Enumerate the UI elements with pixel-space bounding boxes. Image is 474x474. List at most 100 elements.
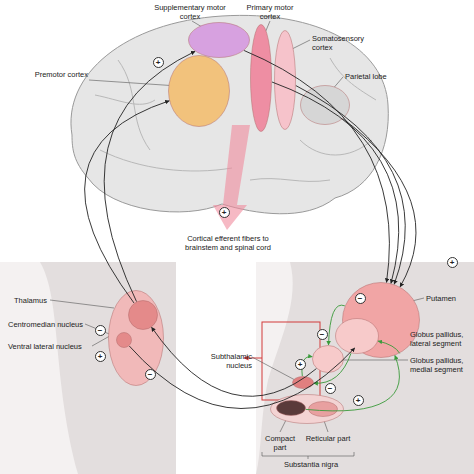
brain-region: Somatosensory cortex — [274, 30, 296, 130]
region-label: Supplementary motor cortex — [150, 3, 230, 21]
region-label: Globus pallidus, lateral segment — [410, 330, 472, 348]
fiber-connector — [85, 101, 170, 303]
region-label: Parietal lobe — [345, 72, 395, 81]
region-label: Substantia nigra — [266, 460, 356, 469]
region-label: Globus pallidus, medial segment — [410, 356, 472, 374]
brain-region: Reticular part — [308, 401, 338, 417]
polarity-sign: + — [447, 257, 458, 268]
brain-region: ThalamusCentromedian nucleusVentral late… — [108, 290, 164, 386]
fiber-connector — [329, 305, 345, 345]
region-label: Thalamus — [14, 296, 84, 305]
sulcus-line — [250, 179, 330, 182]
region-shape — [292, 376, 314, 389]
fiber-connector — [272, 82, 399, 283]
annotation-text: Cortical efferent fibers to brainstem an… — [178, 234, 278, 252]
fiber-connector — [306, 356, 400, 411]
brain-region: Substantia nigraCompact partReticular pa… — [270, 394, 344, 424]
fiber-connector — [296, 86, 405, 285]
region-fill — [277, 401, 306, 416]
region-fill — [271, 395, 344, 424]
region-fill — [275, 31, 296, 130]
polarity-sign: − — [145, 369, 156, 380]
sulcus-line — [300, 140, 372, 155]
region-label: Primary motor cortex — [240, 3, 300, 21]
polarity-sign: + — [153, 57, 164, 68]
region-fill — [189, 23, 250, 58]
fiber-connector — [104, 51, 195, 301]
region-label: Centromedian nucleus — [8, 320, 103, 329]
polarity-sign: − — [325, 383, 336, 394]
brain-region: Ventral lateral nucleus — [128, 300, 158, 330]
region-shape — [308, 401, 338, 417]
region-label: Subthalamic nucleus — [196, 352, 252, 370]
brain-region: Premotor cortex — [168, 55, 230, 127]
region-fill — [309, 402, 338, 417]
polarity-sign: − — [355, 293, 366, 304]
region-shape — [300, 85, 350, 125]
region-shape — [250, 24, 272, 132]
region-shape — [335, 318, 379, 354]
region-fill — [129, 301, 158, 330]
brain-region: Globus pallidus, lateral segment — [335, 318, 379, 354]
region-shape — [128, 300, 158, 330]
brain-region: Centromedian nucleus — [116, 332, 132, 348]
polarity-sign: − — [95, 325, 106, 336]
region-fill — [301, 86, 350, 125]
basal-ganglia-slice-panel — [256, 262, 474, 474]
leader-line — [342, 360, 408, 361]
sulcus-line — [100, 150, 232, 171]
fiber-connector — [314, 353, 351, 383]
brain-region: Supplementary motor cortex — [188, 22, 250, 58]
fiber-connector — [302, 357, 312, 376]
region-shape — [312, 345, 344, 373]
highlight-box — [262, 322, 320, 400]
region-label: Somatosensory cortex — [312, 34, 382, 52]
sulcus-line — [118, 60, 150, 150]
brain-region: Compact part — [276, 400, 306, 416]
region-label: Reticular part — [304, 434, 352, 443]
region-shape — [188, 22, 250, 58]
leader-line — [50, 300, 114, 308]
polarity-sign: + — [353, 395, 364, 406]
thalamus-slice-panel — [0, 262, 176, 474]
brain-region: Subthalamic nucleus — [292, 376, 314, 389]
leader-line — [89, 80, 178, 86]
region-fill — [117, 333, 132, 348]
region-label: Compact part — [258, 434, 302, 452]
bracket — [262, 452, 354, 459]
fiber-connector — [343, 119, 416, 287]
efferent-arrow — [213, 125, 250, 230]
region-shape — [116, 332, 132, 348]
brain-region: Primary motor cortex — [250, 24, 272, 132]
region-fill — [336, 319, 379, 354]
fiber-connector — [378, 341, 400, 353]
region-shape — [276, 400, 306, 416]
fiber-connector — [129, 346, 354, 409]
leader-line — [252, 357, 295, 380]
fiber-connector — [152, 327, 317, 396]
polarity-sign: + — [219, 207, 230, 218]
region-label: Premotor cortex — [28, 70, 88, 79]
polarity-sign: + — [95, 351, 106, 362]
region-label: Putamen — [426, 294, 472, 303]
polarity-sign: − — [317, 329, 328, 340]
region-fill — [313, 346, 344, 373]
region-fill — [251, 25, 272, 132]
brain-region: Globus pallidus, medial segment — [312, 345, 344, 373]
sulcus-line — [95, 95, 155, 104]
region-fill — [293, 377, 314, 389]
region-shape — [168, 55, 230, 127]
fiber-connector — [244, 51, 389, 283]
region-shape — [274, 30, 296, 130]
leader-lines — [50, 21, 424, 459]
region-label: Ventral lateral nucleus — [8, 342, 103, 351]
brain-region: Parietal lobe — [300, 85, 350, 125]
polarity-sign: + — [295, 359, 306, 370]
region-fill — [109, 291, 164, 386]
region-fill — [169, 56, 230, 127]
ventricle-area — [0, 262, 78, 474]
